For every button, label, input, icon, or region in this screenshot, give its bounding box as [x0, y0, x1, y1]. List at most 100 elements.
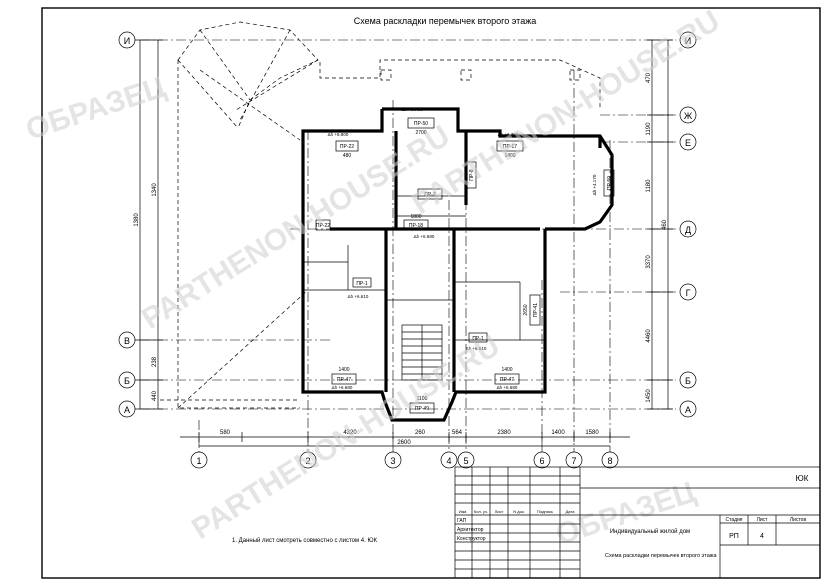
svg-text:1340: 1340 [152, 183, 158, 197]
svg-text:ГАП: ГАП [457, 518, 467, 524]
svg-text:ПР-47: ПР-47 [500, 377, 514, 383]
svg-text:И: И [685, 36, 691, 46]
doc-code: ЮК [796, 474, 809, 483]
svg-text:ПР-50: ПР-50 [414, 121, 428, 127]
svg-text:1400: 1400 [338, 367, 349, 373]
svg-text:470: 470 [646, 72, 652, 83]
svg-text:Б: Б [685, 376, 691, 386]
svg-text:564: 564 [452, 430, 463, 436]
lintel-tag: ПР-3 [417, 188, 443, 200]
svg-text:А: А [685, 405, 691, 415]
svg-text:4460: 4460 [646, 329, 652, 343]
svg-text:2600: 2600 [397, 440, 411, 446]
project-name: Индивидуальный жилой дом [610, 528, 690, 535]
svg-text:260: 260 [415, 430, 426, 436]
svg-text:Стадия: Стадия [725, 517, 742, 523]
svg-text:ПР-8: ПР-8 [469, 169, 475, 181]
svg-text:ПР-1: ПР-1 [356, 281, 368, 287]
svg-text:3370: 3370 [646, 255, 652, 269]
svg-text:7: 7 [571, 456, 576, 466]
bottom-dimensions: 580 4320 260 564 2380 1400 1580 2600 [180, 430, 630, 447]
svg-text:ПР-22: ПР-22 [340, 144, 354, 150]
svg-text:Лист: Лист [495, 509, 504, 514]
svg-text:1400: 1400 [551, 430, 565, 436]
svg-text:Д: Д [685, 225, 691, 235]
roof-outline [160, 21, 601, 409]
bottom-axis-markers: 1 2 3 4 5 6 7 8 [190, 451, 619, 469]
svg-text:ПР-17: ПР-17 [503, 144, 517, 150]
svg-text:N док.: N док. [513, 509, 524, 514]
title-block: ЮК Изм. Кол. уч. Лист N док. Подпись Дат… [454, 466, 821, 579]
right-dimensions: 470 1190 1180 460 3370 4460 1450 [646, 39, 673, 410]
svg-text:Δh +6.700: Δh +6.700 [498, 132, 519, 137]
svg-text:Изм.: Изм. [459, 509, 468, 514]
svg-text:Листов: Листов [790, 517, 807, 523]
lintel-tag: ПР-49 1100 [409, 396, 435, 414]
svg-text:Подпись: Подпись [537, 509, 553, 514]
svg-text:5: 5 [463, 456, 468, 466]
svg-text:Архитектор: Архитектор [457, 527, 484, 533]
svg-text:ПР-47: ПР-47 [337, 377, 351, 383]
lintel-tag: ПР-17 1400 [496, 140, 524, 159]
partitions [303, 195, 545, 341]
sheet-name: Схема раскладки перемычек второго этажа [605, 553, 717, 559]
lintel-tag: ПР-1 [352, 277, 372, 288]
svg-text:1400: 1400 [501, 367, 512, 373]
svg-text:1450: 1450 [646, 389, 652, 403]
lintel-tag: ПР-22 480 [335, 140, 359, 159]
svg-text:ПР-18: ПР-18 [409, 223, 423, 229]
level-marks: Δh +6.700 Δh +6.800 Δh +6.700 Δh +6.680 … [328, 107, 597, 390]
svg-text:8: 8 [607, 456, 612, 466]
svg-text:Δh +6.680: Δh +6.680 [497, 385, 518, 390]
svg-text:ПР-1: ПР-1 [472, 336, 484, 342]
lintel-tag: ПР-41 2650 [523, 294, 541, 326]
svg-text:Ж: Ж [684, 111, 693, 121]
svg-text:Δh +6.700: Δh +6.700 [402, 107, 423, 112]
lintel-tag: ПР-59 [603, 169, 615, 197]
svg-text:6: 6 [539, 456, 544, 466]
svg-text:А: А [124, 405, 130, 415]
watermarks: ОБРАЗЕЦ PARTHENON-HOUSE.RU PARTHENON-HOU… [22, 4, 726, 551]
svg-text:238: 238 [152, 356, 158, 367]
svg-text:580: 580 [220, 430, 231, 436]
lintel-tag: ПР-18 1800 [403, 214, 429, 231]
svg-text:В: В [124, 336, 130, 346]
staircase [401, 324, 443, 381]
svg-text:2: 2 [305, 456, 310, 466]
lintel-tag: ПР-22 [315, 219, 331, 231]
svg-text:1190: 1190 [646, 122, 652, 136]
svg-text:Δh +6.610: Δh +6.610 [466, 346, 487, 351]
svg-text:1100: 1100 [417, 396, 428, 402]
svg-text:ПР-3: ПР-3 [424, 192, 436, 198]
lintel-tags: ПР-50 2700 ПР-22 480 ПР-17 1400 ПР-3 ПР-… [315, 117, 615, 414]
svg-text:Е: Е [685, 138, 691, 148]
right-axis-markers: И Ж Е Д Г Б А [679, 31, 697, 418]
svg-text:2650: 2650 [523, 304, 529, 315]
svg-text:Δh +6.680: Δh +6.680 [332, 385, 353, 390]
svg-text:ОБРАЗЕЦ: ОБРАЗЕЦ [22, 71, 170, 147]
svg-text:Δh +4.170: Δh +4.170 [592, 174, 597, 195]
svg-text:4: 4 [446, 456, 451, 466]
svg-text:1580: 1580 [585, 430, 599, 436]
svg-text:2380: 2380 [497, 430, 511, 436]
svg-text:2700: 2700 [415, 130, 426, 136]
drawing-title: Схема раскладки перемычек второго этажа [354, 16, 536, 26]
svg-text:ПР-59: ПР-59 [607, 176, 613, 190]
svg-text:Кол. уч.: Кол. уч. [474, 509, 488, 514]
svg-text:PARTHENON-HOUSE.RU: PARTHENON-HOUSE.RU [406, 4, 725, 221]
svg-text:1: 1 [196, 456, 201, 466]
svg-text:4: 4 [760, 533, 764, 540]
svg-text:ПР-41: ПР-41 [533, 303, 539, 317]
svg-text:1380: 1380 [134, 213, 140, 227]
lintel-tag: ПР-47 1400 [331, 367, 357, 385]
svg-text:Δh +6.610: Δh +6.610 [348, 294, 369, 299]
drawing-note: 1. Данный лист смотреть совместно с лист… [232, 537, 378, 544]
svg-text:И: И [124, 36, 130, 46]
svg-text:Конструктор: Конструктор [457, 536, 486, 542]
lintel-tag: ПР-50 2700 [407, 117, 435, 136]
svg-text:1180: 1180 [646, 179, 652, 193]
svg-text:4320: 4320 [343, 430, 357, 436]
svg-text:Δh +6.800: Δh +6.800 [328, 132, 349, 137]
svg-text:460: 460 [662, 219, 668, 230]
